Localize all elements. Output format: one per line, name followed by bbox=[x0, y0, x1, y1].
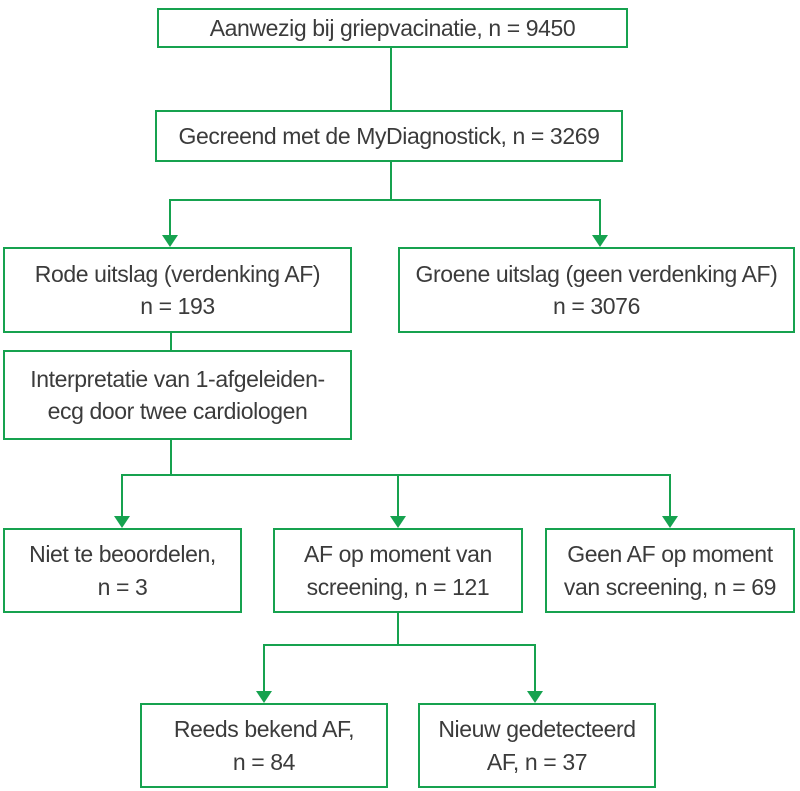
node-groene-uitslag: Groene uitslag (geen verdenking AF) n = … bbox=[398, 247, 795, 333]
connector-rail-split2 bbox=[121, 474, 671, 476]
connector-drop-nieuw-gedetecteerd bbox=[534, 644, 536, 693]
connector-stem-split1 bbox=[390, 161, 392, 201]
connector-aanwezig-to-gescreend bbox=[390, 47, 392, 111]
connector-drop-rode-uitslag bbox=[169, 199, 171, 237]
arrowhead-down-icon bbox=[662, 516, 678, 528]
node-nieuw-gedetecteerd-af: Nieuw gedetecteerd AF, n = 37 bbox=[418, 703, 656, 788]
arrowhead-down-icon bbox=[162, 235, 178, 247]
arrowhead-down-icon bbox=[527, 691, 543, 703]
connector-drop-niet-te-beoordelen bbox=[121, 474, 123, 518]
connector-rail-split1 bbox=[169, 199, 601, 201]
node-interpretatie-cardiologen: Interpretatie van 1-afgeleiden- ecg door… bbox=[3, 350, 352, 440]
arrowhead-down-icon bbox=[390, 516, 406, 528]
connector-drop-reeds-bekend bbox=[263, 644, 265, 693]
connector-drop-geen-af bbox=[669, 474, 671, 518]
connector-drop-af-op-moment bbox=[397, 474, 399, 518]
node-af-op-moment-screening: AF op moment van screening, n = 121 bbox=[273, 528, 523, 613]
connector-stem-split3 bbox=[397, 612, 399, 646]
arrowhead-down-icon bbox=[256, 691, 272, 703]
node-aanwezig-bij-griepvacinatie: Aanwezig bij griepvacinatie, n = 9450 bbox=[157, 8, 628, 48]
node-geen-af-op-moment-screening: Geen AF op moment van screening, n = 69 bbox=[545, 528, 795, 613]
node-gescreend-mydiagnostick: Gecreend met de MyDiagnostick, n = 3269 bbox=[155, 110, 623, 162]
arrowhead-down-icon bbox=[114, 516, 130, 528]
node-rode-uitslag: Rode uitslag (verdenking AF) n = 193 bbox=[3, 247, 352, 333]
connector-rail-split3 bbox=[263, 644, 536, 646]
arrowhead-down-icon bbox=[592, 235, 608, 247]
connector-drop-groene-uitslag bbox=[599, 199, 601, 237]
connector-stem-split2 bbox=[170, 439, 172, 476]
connector-rode-to-interpretatie bbox=[170, 332, 172, 351]
node-reeds-bekend-af: Reeds bekend AF, n = 84 bbox=[140, 703, 388, 788]
node-niet-te-beoordelen: Niet te beoordelen, n = 3 bbox=[3, 528, 242, 613]
